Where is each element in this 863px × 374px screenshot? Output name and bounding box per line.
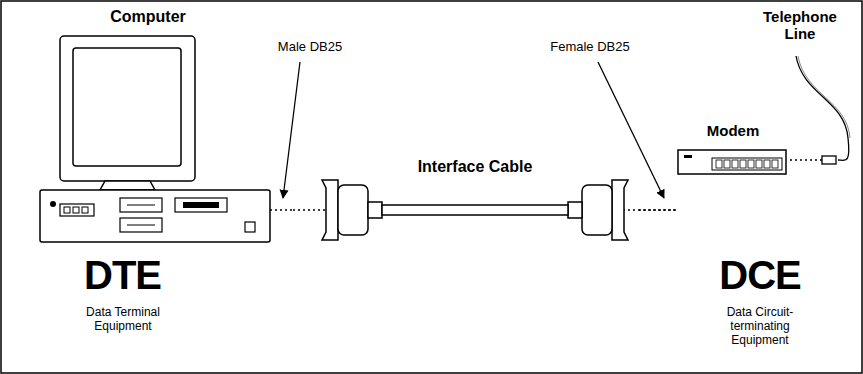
role-abbreviation: DCE: [690, 252, 830, 298]
db25-plug: [568, 180, 628, 240]
leader-line: [598, 62, 664, 198]
db25-plug: [322, 180, 382, 240]
role-abbreviation: DTE: [55, 252, 190, 298]
phone-link: [790, 159, 822, 161]
connector-label: Female DB25: [530, 40, 650, 55]
role-description: Data Terminal Equipment: [68, 306, 178, 334]
telephone-wire: [798, 56, 850, 138]
node-heading: Modem: [688, 122, 778, 139]
computer-drawing: [35, 8, 293, 245]
computer: Computer: [35, 8, 293, 245]
modem: Modem: [676, 122, 790, 220]
cable: [382, 205, 568, 215]
leader-line: [283, 62, 300, 198]
cable-label: Interface Cable: [410, 158, 540, 176]
role-description: Data Circuit-terminating Equipment: [700, 306, 820, 347]
line-label: Telephone Line: [755, 8, 845, 43]
phone-plug: [822, 156, 836, 164]
connector-label: Male DB25: [255, 40, 365, 55]
node-heading: Computer: [83, 8, 213, 26]
